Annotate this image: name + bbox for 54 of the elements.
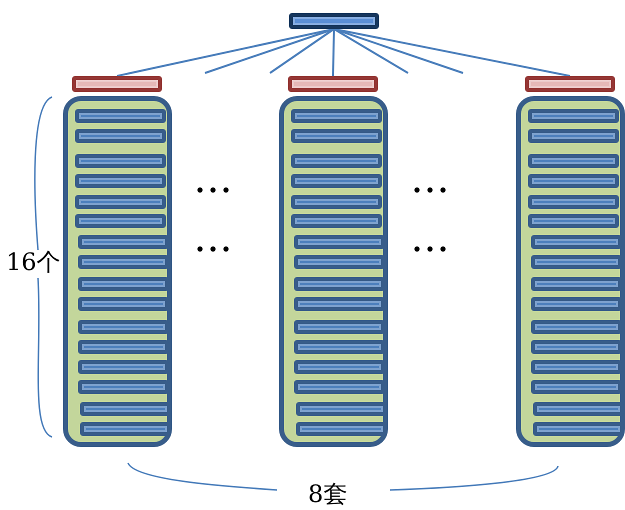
slot-bar [531,277,622,291]
slot-bar [528,214,619,228]
connector-line [332,28,335,76]
slot-bar [294,235,385,249]
slot-bar [294,380,385,394]
slot-bar [294,320,385,334]
column-box [279,96,388,447]
slot-bar [531,380,622,394]
slot-bar [294,340,385,354]
slot-bar [294,255,385,269]
slot-bar [531,255,622,269]
slot-bar [291,195,382,209]
slot-bar [531,360,622,374]
connector-line [269,28,335,74]
slot-bar [75,109,166,123]
slot-bar [531,297,622,311]
slot-bar [528,109,619,123]
slot-bar [531,340,622,354]
slot-bar [78,297,169,311]
slot-bar [291,154,382,168]
slot-bar [78,235,169,249]
slot-bar [531,320,622,334]
slot-bar [78,277,169,291]
slot-bar [531,235,622,249]
slot-bar [78,255,169,269]
column-box [516,96,625,447]
slot-bar [75,154,166,168]
count-label: 8套 [308,482,348,506]
slot-bar [291,109,382,123]
slot-bar [528,195,619,209]
slot-bar [294,360,385,374]
slot-bar [291,174,382,188]
slot-bar [291,214,382,228]
slot-bar [294,277,385,291]
bar-block [72,76,162,92]
slot-bar [78,320,169,334]
count-label: 16个 [6,250,61,274]
column-box [63,96,172,447]
slot-bar [291,129,382,143]
bar-block [288,76,378,92]
slot-bar [75,195,166,209]
slot-bar [528,154,619,168]
slot-bar [78,380,169,394]
slot-bar [294,297,385,311]
slot-bar [75,129,166,143]
bar-block [525,76,615,92]
bar-block [289,13,379,29]
slot-bar [528,174,619,188]
slot-bar [78,340,169,354]
connector-line [333,28,409,74]
slot-bar [75,174,166,188]
slot-bar [75,214,166,228]
slot-bar [528,129,619,143]
slot-bar [78,360,169,374]
